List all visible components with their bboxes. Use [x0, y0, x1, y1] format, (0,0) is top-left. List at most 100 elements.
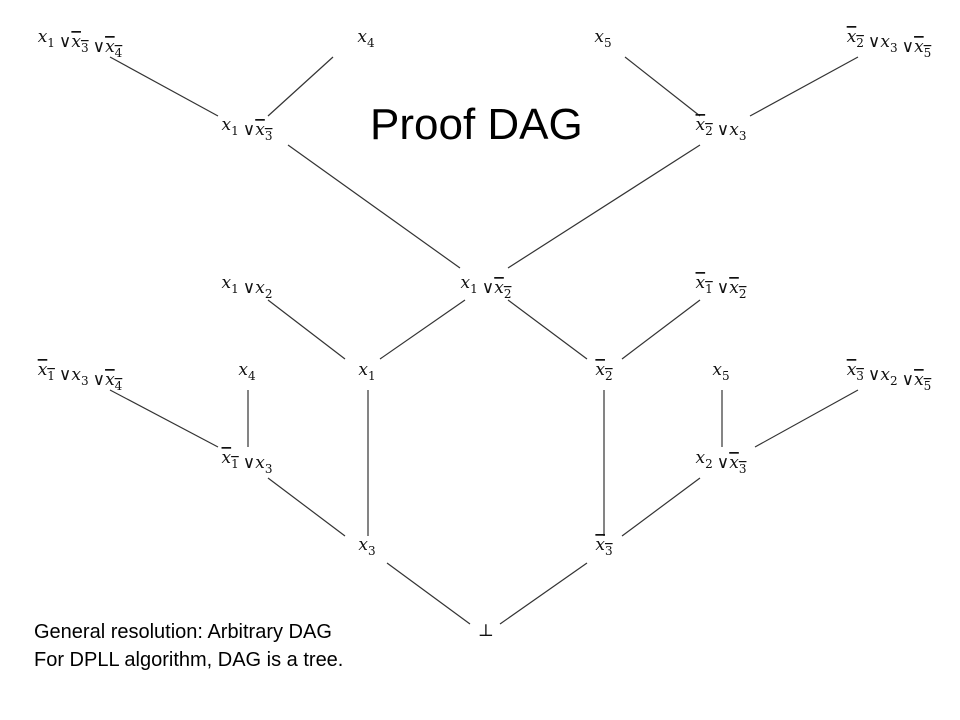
edge-n6-n8	[507, 144, 701, 269]
literal-subscript: 1	[470, 282, 478, 296]
edge-n8-n13	[507, 299, 588, 360]
clause-n12: x1	[358, 360, 375, 383]
literal-subscript: 2	[856, 36, 864, 50]
literal-subscript: 4	[115, 379, 123, 393]
edge-n16-n18	[267, 477, 346, 537]
negated-literal: x	[38, 360, 48, 380]
clause-n9: x1∨x2	[696, 273, 747, 301]
operator: ∨	[93, 370, 105, 390]
edge-n2-n5	[267, 56, 334, 117]
edge-n1-n5	[109, 56, 219, 117]
literal-subscript: 1	[231, 457, 239, 471]
literal: x	[71, 365, 81, 385]
literal-subscript: 3	[739, 129, 747, 143]
negated-literal: x	[847, 360, 857, 380]
negated-literal: x	[105, 370, 115, 390]
operator: ∨	[868, 32, 880, 52]
literal: x	[38, 27, 48, 47]
literal: x	[222, 115, 232, 135]
operator: ∨	[243, 278, 255, 298]
literal-subscript: 2	[705, 457, 713, 471]
negated-literal: x	[696, 273, 706, 293]
negated-literal: x	[255, 120, 265, 140]
operator: ∨	[717, 278, 729, 298]
literal-subscript: 2	[265, 287, 273, 301]
edge-n4-n6	[749, 56, 859, 117]
literal-subscript: 3	[265, 129, 273, 143]
operator: ∨	[59, 32, 71, 52]
edge-n7-n12	[267, 299, 346, 360]
literal: x	[880, 365, 890, 385]
negated-literal: x	[847, 27, 857, 47]
clause-n3: x5	[594, 27, 611, 50]
clause-n20: ⊥	[478, 621, 494, 641]
clause-n14: x5	[712, 360, 729, 383]
literal: x	[461, 273, 471, 293]
operator: ⊥	[478, 621, 494, 641]
edges-layer	[109, 56, 859, 625]
operator: ∨	[868, 365, 880, 385]
negated-literal: x	[105, 37, 115, 57]
edge-n10-n16	[109, 389, 219, 448]
clause-n19: x3	[595, 535, 612, 558]
literal-subscript: 2	[705, 124, 713, 138]
literal: x	[357, 27, 367, 47]
literal-subscript: 1	[368, 369, 376, 383]
operator: ∨	[243, 453, 255, 473]
literal-subscript: 3	[368, 544, 376, 558]
literal-subscript: 1	[231, 282, 239, 296]
slide-title: Proof DAG	[370, 100, 583, 149]
literal-subscript: 3	[890, 41, 898, 55]
edge-n15-n17	[754, 389, 859, 448]
operator: ∨	[59, 365, 71, 385]
literal-subscript: 1	[47, 36, 55, 50]
literal: x	[594, 27, 604, 47]
clause-n4: x2∨x3∨x5	[847, 27, 932, 60]
literal-subscript: 2	[890, 374, 898, 388]
edge-n8-n12	[379, 299, 466, 360]
literal-subscript: 2	[605, 369, 613, 383]
literal-subscript: 1	[231, 124, 239, 138]
edge-n17-n19	[621, 477, 701, 537]
caption-line-2: For DPLL algorithm, DAG is a tree.	[34, 649, 344, 671]
literal-subscript: 3	[81, 374, 89, 388]
negated-literal: x	[494, 278, 504, 298]
literal: x	[712, 360, 722, 380]
negated-literal: x	[914, 37, 924, 57]
clause-n13: x2	[595, 360, 612, 383]
literal-subscript: 2	[739, 287, 747, 301]
negated-literal: x	[595, 360, 605, 380]
clause-n15: x3∨x2∨x5	[847, 360, 932, 393]
literal: x	[255, 453, 265, 473]
literal: x	[222, 273, 232, 293]
literal-subscript: 3	[605, 544, 613, 558]
literal-subscript: 3	[81, 41, 89, 55]
clause-n7: x1∨x2	[222, 273, 273, 301]
clause-n16: x1∨x3	[222, 448, 273, 476]
literal-subscript: 3	[739, 462, 747, 476]
clause-n5: x1∨x3	[222, 115, 273, 143]
edge-n9-n13	[621, 299, 701, 360]
operator: ∨	[482, 278, 494, 298]
negated-literal: x	[595, 535, 605, 555]
edge-n19-n20	[499, 562, 588, 625]
operator: ∨	[717, 453, 729, 473]
negated-literal: x	[696, 115, 706, 135]
clause-n11: x4	[238, 360, 256, 383]
literal-subscript: 4	[248, 369, 256, 383]
literal-subscript: 3	[856, 369, 864, 383]
literal-subscript: 5	[604, 36, 612, 50]
clause-n18: x3	[358, 535, 375, 558]
clause-n10: x1∨x3∨x4	[38, 360, 123, 393]
literal-subscript: 4	[367, 36, 375, 50]
operator: ∨	[902, 370, 914, 390]
literal-subscript: 5	[924, 46, 932, 60]
literal: x	[696, 448, 706, 468]
literal: x	[238, 360, 248, 380]
literal-subscript: 5	[722, 369, 730, 383]
literal-subscript: 5	[924, 379, 932, 393]
literal-subscript: 1	[47, 369, 55, 383]
